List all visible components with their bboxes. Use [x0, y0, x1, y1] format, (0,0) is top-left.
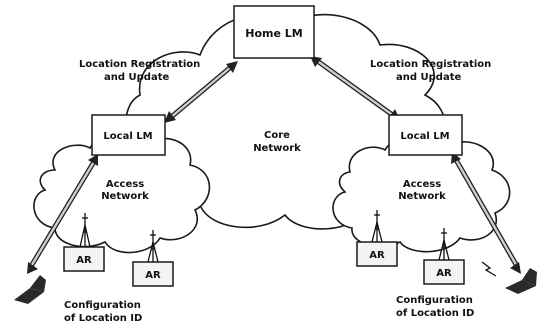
config-right-label-line2: of Location ID [396, 308, 474, 319]
ar-label-right-1: AR [369, 250, 385, 261]
local-lm-label-left: Local LM [103, 131, 152, 142]
local-lm-label-right: Local LM [400, 131, 449, 142]
config-left-label-line1: Configuration [64, 300, 141, 311]
registration-left-label-line1: Location Registration [79, 59, 200, 70]
home-lm-box [233, 5, 315, 59]
ar-box-left-2 [132, 261, 174, 287]
ar-label-right-2: AR [436, 268, 452, 279]
config-arrow-left [27, 154, 98, 274]
home-lm-label: Home LM [245, 27, 302, 40]
core-network-label-line1: Core [264, 130, 290, 141]
antenna-icon [147, 230, 159, 263]
ar-label-left-1: AR [76, 255, 92, 266]
wireless-link-icon [481, 261, 497, 277]
local-lm-box-left [91, 114, 166, 156]
config-left-label-line2: of Location ID [64, 313, 142, 324]
ar-box-right-2 [423, 259, 465, 285]
laptop-icon [14, 275, 46, 304]
config-right-label-line1: Configuration [396, 295, 473, 306]
antenna-icon [371, 210, 383, 243]
registration-left-label-line2: and Update [104, 72, 169, 83]
registration-right-label-line2: and Update [396, 72, 461, 83]
access-network-right-label-line2: Network [398, 191, 446, 202]
config-arrow-right [451, 152, 521, 274]
core-network-label-line2: Network [253, 143, 301, 154]
access-network-left-label-line1: Access [106, 179, 144, 190]
registration-right-label-line1: Location Registration [370, 59, 491, 70]
access-network-right-label-line1: Access [403, 179, 441, 190]
antenna-icon [438, 228, 450, 261]
ar-box-left-1 [63, 246, 105, 272]
ar-label-left-2: AR [145, 270, 161, 281]
registration-arrow-left [164, 61, 238, 123]
local-lm-box-right [388, 114, 463, 156]
laptop-icon [505, 268, 537, 294]
ar-box-right-1 [356, 241, 398, 267]
access-network-left-label-line2: Network [101, 191, 149, 202]
antenna-icon [79, 213, 91, 248]
